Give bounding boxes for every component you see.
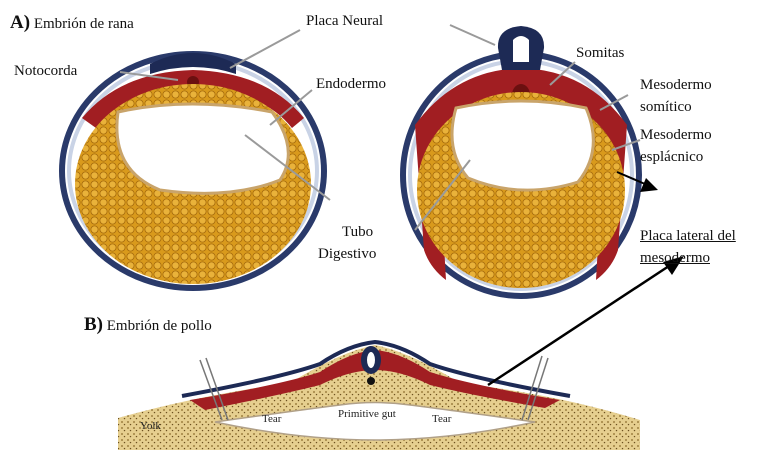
label-lateral-plate-2: mesodermo bbox=[640, 249, 710, 267]
label-notochord: Notocorda bbox=[14, 62, 77, 80]
label-somitic-mesoderm-2: somítico bbox=[640, 98, 692, 116]
panel-b-letter: B) bbox=[84, 314, 103, 335]
label-gut-1: Tubo bbox=[342, 223, 373, 241]
label-somites: Somitas bbox=[576, 44, 624, 62]
panel-b-title: Embrión de pollo bbox=[107, 318, 212, 334]
panel-a-heading: A) Embrión de rana bbox=[10, 14, 134, 33]
frog-embryo-late bbox=[403, 26, 639, 296]
label-gut-2: Digestivo bbox=[318, 245, 376, 263]
label-splanchnic-mesoderm-2: esplácnico bbox=[640, 148, 703, 166]
label-tear-left: Tear bbox=[262, 413, 281, 425]
label-tear-right: Tear bbox=[432, 413, 451, 425]
label-neural-plate: Placa Neural bbox=[306, 12, 383, 30]
label-splanchnic-mesoderm-1: Mesodermo bbox=[640, 126, 712, 144]
label-primitive-gut: Primitive gut bbox=[338, 408, 396, 420]
panel-b-heading: B) Embrión de pollo bbox=[84, 316, 212, 335]
panel-a-letter: A) bbox=[10, 12, 30, 33]
panel-a-title: Embrión de rana bbox=[34, 16, 134, 32]
label-somitic-mesoderm-1: Mesodermo bbox=[640, 76, 712, 94]
label-endoderm: Endodermo bbox=[316, 75, 386, 93]
chick-embryo bbox=[118, 342, 640, 450]
label-yolk: Yolk bbox=[140, 420, 161, 432]
frog-embryo-early bbox=[62, 53, 324, 288]
label-lateral-plate-1: Placa lateral del bbox=[640, 227, 736, 245]
